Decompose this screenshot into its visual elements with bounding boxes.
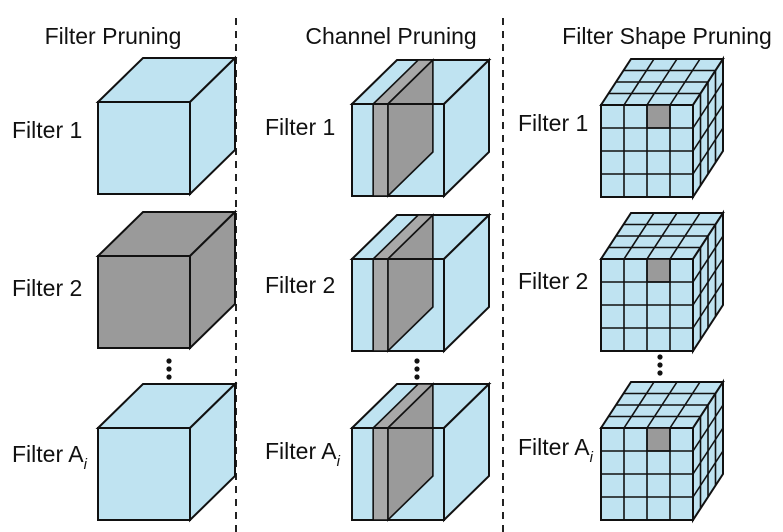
shape-pruned-cube [599,378,725,524]
panel-title-filter-shape-pruning: Filter Shape Pruning [562,23,772,49]
filter-label-p1-fa: Filter Ai [12,441,88,473]
ellipsis-dots-p3 [657,354,663,376]
filter-label-p3-fa: Filter Ai [518,434,594,466]
label-subscript: i [590,449,594,466]
filter-label-p2-f1: Filter 1 [265,114,335,140]
filter-label-p1-f2: Filter 2 [12,275,82,301]
label-main: Filter A [12,441,84,467]
panel-title-filter-pruning: Filter Pruning [45,23,182,49]
channel-pruned-cube [349,212,492,354]
label-subscript: i [337,453,341,470]
label-main: Filter A [265,438,337,464]
cube-layer [95,55,725,524]
ellipsis-dots-p2 [414,358,420,380]
ellipsis-dots-p1 [166,358,172,380]
label-subscript: i [84,456,88,473]
shape-pruned-cube [599,209,725,355]
filter-cube [95,55,238,197]
filter-label-p1-f1: Filter 1 [12,117,82,143]
channel-pruned-cube [349,57,492,199]
filter-label-p2-fa: Filter Ai [265,438,341,470]
filter-cube [95,381,238,523]
channel-pruned-cube [349,381,492,523]
filter-cube [95,209,238,351]
filter-label-p2-f2: Filter 2 [265,272,335,298]
panel-title-channel-pruning: Channel Pruning [305,23,476,49]
filter-label-p3-f1: Filter 1 [518,110,588,136]
shape-pruned-cube [599,55,725,201]
label-main: Filter A [518,434,590,460]
filter-label-p3-f2: Filter 2 [518,268,588,294]
